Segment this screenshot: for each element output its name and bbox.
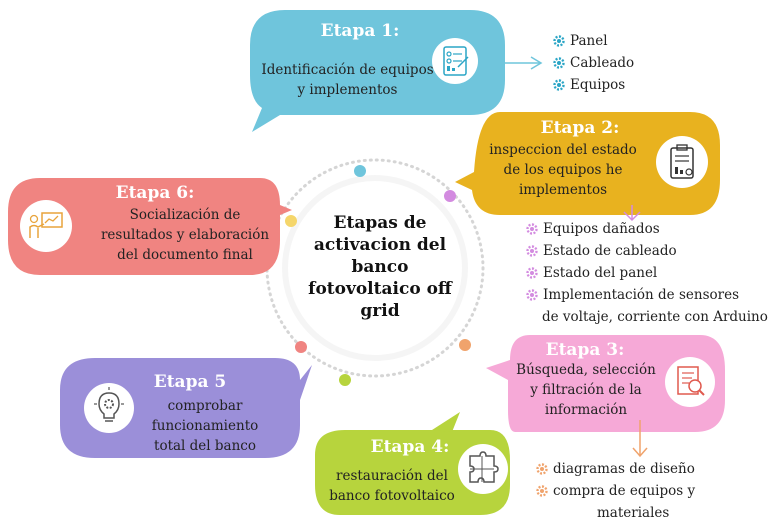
stage1-bubble — [250, 10, 505, 132]
dot-stage2 — [444, 190, 456, 202]
stage2-list: Equipos dañados Estado de cableado Estad… — [525, 218, 771, 328]
gear-icon — [526, 223, 538, 235]
gear-icon — [536, 485, 548, 497]
presentation-icon — [20, 200, 72, 252]
puzzle-icon — [458, 444, 508, 494]
stage3-title: Etapa 3: — [545, 340, 625, 360]
gear-icon — [553, 57, 565, 69]
list-item: compra de equipos y — [535, 480, 695, 502]
stage2-bubble — [455, 112, 720, 215]
center-title: Etapas de activacion del banco fotovolta… — [308, 213, 452, 321]
stage2-title: Etapa 2: — [540, 118, 620, 138]
lightbulb-gear-icon — [84, 383, 134, 433]
clipboard-chart-icon — [656, 136, 708, 188]
list-item: Estado de cableado — [525, 240, 771, 262]
list-item: Equipos dañados — [525, 218, 771, 240]
list-item: Implementación de sensores — [525, 284, 771, 306]
stage6-title: Etapa 6: — [115, 183, 195, 203]
gear-icon — [553, 79, 565, 91]
list-item: Estado del panel — [525, 262, 771, 284]
dot-stage3 — [459, 339, 471, 351]
stage5-title: Etapa 5 — [153, 372, 227, 392]
stage5-bubble — [60, 358, 312, 458]
gear-icon — [526, 267, 538, 279]
stage3-bubble — [486, 335, 725, 432]
dot-stage6 — [285, 215, 297, 227]
gear-icon — [553, 35, 565, 47]
gear-icon — [526, 245, 538, 257]
gear-icon — [536, 463, 548, 475]
checklist-icon — [432, 38, 478, 84]
dot-stage1 — [354, 165, 366, 177]
dot-stage5 — [295, 341, 307, 353]
dot-stage4 — [339, 374, 351, 386]
stage6-bubble — [8, 178, 292, 275]
stage4-bubble — [315, 430, 510, 515]
list-item: Equipos — [552, 74, 634, 96]
center-circle — [287, 180, 463, 356]
stage4-title: Etapa 4: — [370, 437, 450, 457]
document-search-icon — [665, 357, 715, 407]
stage1-title: Etapa 1: — [320, 21, 400, 41]
center-dotted-ring — [265, 158, 485, 378]
stage3-list: diagramas de diseño compra de equipos y … — [535, 458, 695, 524]
list-item: de voltaje, corriente con Arduino . — [542, 309, 771, 325]
list-item: Panel — [552, 30, 634, 52]
gear-icon — [526, 289, 538, 301]
list-item: Cableado — [552, 52, 634, 74]
list-item: materiales — [597, 505, 670, 521]
stage1-list: Panel Cableado Equipos — [552, 30, 634, 96]
list-item: diagramas de diseño — [535, 458, 695, 480]
